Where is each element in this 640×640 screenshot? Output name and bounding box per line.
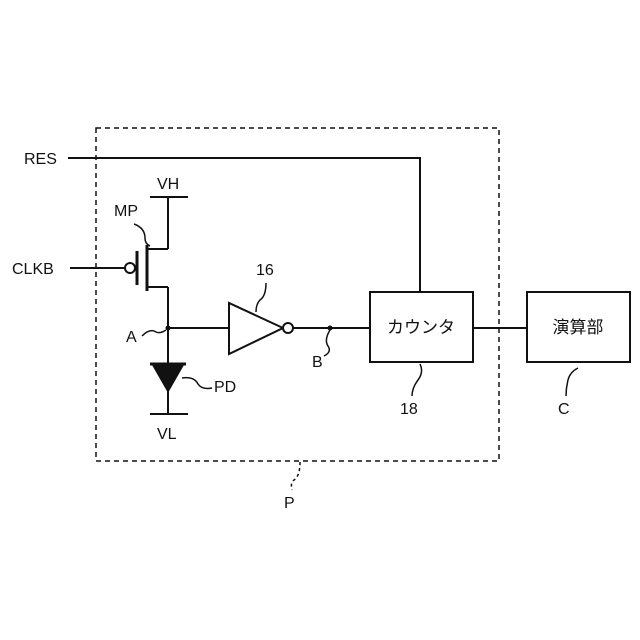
clkb-label: CLKB [12,261,54,278]
counter-ref-label: 18 [400,401,418,418]
res-label: RES [24,151,57,168]
res-wire [68,158,420,292]
counter-leader [412,364,422,396]
pd-label: PD [214,379,236,396]
mp-gate-bubble [125,263,135,273]
pixel-ref-label: P [284,495,295,512]
vl-label: VL [157,426,177,443]
node-b-dot [328,326,333,331]
photodiode [152,364,184,392]
inverter-bubble [283,323,293,333]
node-b-leader [324,330,330,356]
pd-leader [182,378,212,389]
inverter-leader [256,283,266,312]
vh-label: VH [157,176,179,193]
inverter-ref-label: 16 [256,262,274,279]
calc-unit-label: 演算部 [553,318,604,338]
node-a-label: A [126,329,137,346]
mp-leader [134,224,150,246]
mp-label: MP [114,203,138,220]
node-a-leader [142,330,166,336]
pixel-leader [291,462,300,490]
counter-label: カウンタ [387,318,455,338]
calc-ref-label: C [558,401,570,418]
node-b-label: B [312,354,323,371]
calc-leader [566,368,578,396]
